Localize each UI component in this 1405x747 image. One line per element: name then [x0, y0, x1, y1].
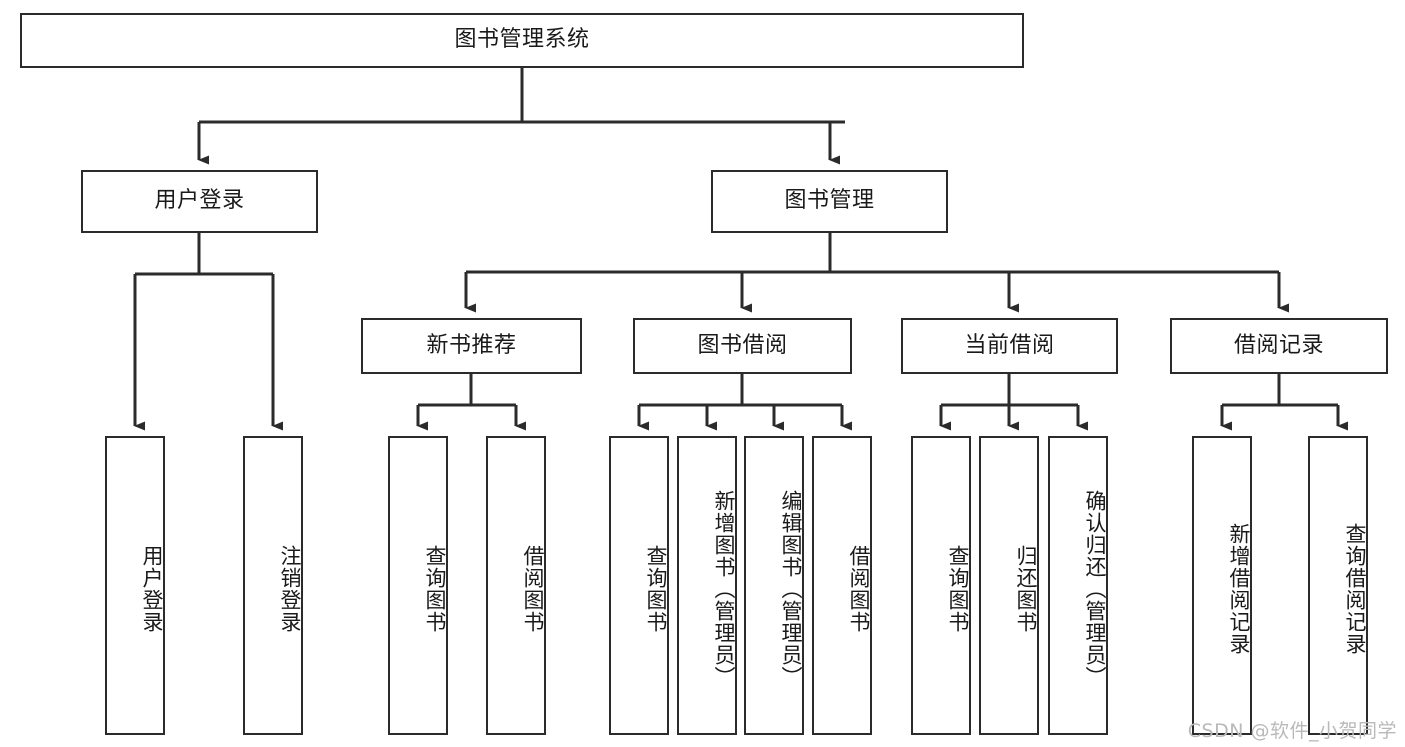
node-leaf-user-login[interactable]: 用户登录	[105, 436, 165, 735]
leaf-label: 查询图书	[946, 544, 970, 633]
leaf-label: 用户登录	[140, 544, 164, 633]
leaf-label: 新增图书（管理员）	[712, 489, 736, 688]
leaf-label: 编辑图书（管理员）	[779, 489, 803, 688]
node-leaf-query-borrow-record[interactable]: 查询借阅记录	[1308, 436, 1368, 735]
node-new-book-recommend[interactable]: 新书推荐	[361, 318, 582, 374]
leaf-label: 查询图书	[423, 544, 447, 633]
node-leaf-borrow-book-recommend[interactable]: 借阅图书	[486, 436, 546, 735]
node-leaf-query-book-recommend[interactable]: 查询图书	[388, 436, 448, 735]
node-leaf-borrow-book[interactable]: 借阅图书	[812, 436, 872, 735]
leaf-label: 查询图书	[644, 544, 668, 633]
node-leaf-return-book[interactable]: 归还图书	[979, 436, 1039, 735]
node-leaf-confirm-return-admin[interactable]: 确认归还（管理员）	[1048, 436, 1108, 735]
leaf-label: 借阅图书	[521, 544, 545, 633]
leaf-label: 确认归还（管理员）	[1083, 489, 1107, 688]
node-leaf-logout-login[interactable]: 注销登录	[243, 436, 303, 735]
node-leaf-query-book-current[interactable]: 查询图书	[911, 436, 971, 735]
leaf-label: 查询借阅记录	[1343, 522, 1367, 655]
leaf-label: 注销登录	[278, 544, 302, 633]
node-book-management[interactable]: 图书管理	[711, 170, 948, 233]
node-leaf-query-book-borrow[interactable]: 查询图书	[609, 436, 669, 735]
node-book-borrow[interactable]: 图书借阅	[633, 318, 852, 374]
node-leaf-add-book-admin[interactable]: 新增图书（管理员）	[677, 436, 737, 735]
leaf-label: 归还图书	[1014, 544, 1038, 633]
leaf-label: 借阅图书	[847, 544, 871, 633]
leaf-label: 新增借阅记录	[1227, 522, 1251, 655]
node-leaf-edit-book-admin[interactable]: 编辑图书（管理员）	[744, 436, 804, 735]
node-leaf-add-borrow-record[interactable]: 新增借阅记录	[1192, 436, 1252, 735]
node-borrow-record[interactable]: 借阅记录	[1170, 318, 1388, 374]
node-root-book-management-system[interactable]: 图书管理系统	[20, 13, 1024, 68]
node-current-borrow[interactable]: 当前借阅	[901, 318, 1118, 374]
watermark-text: CSDN @软件_小贺同学	[1187, 720, 1397, 742]
node-user-login[interactable]: 用户登录	[81, 170, 318, 233]
